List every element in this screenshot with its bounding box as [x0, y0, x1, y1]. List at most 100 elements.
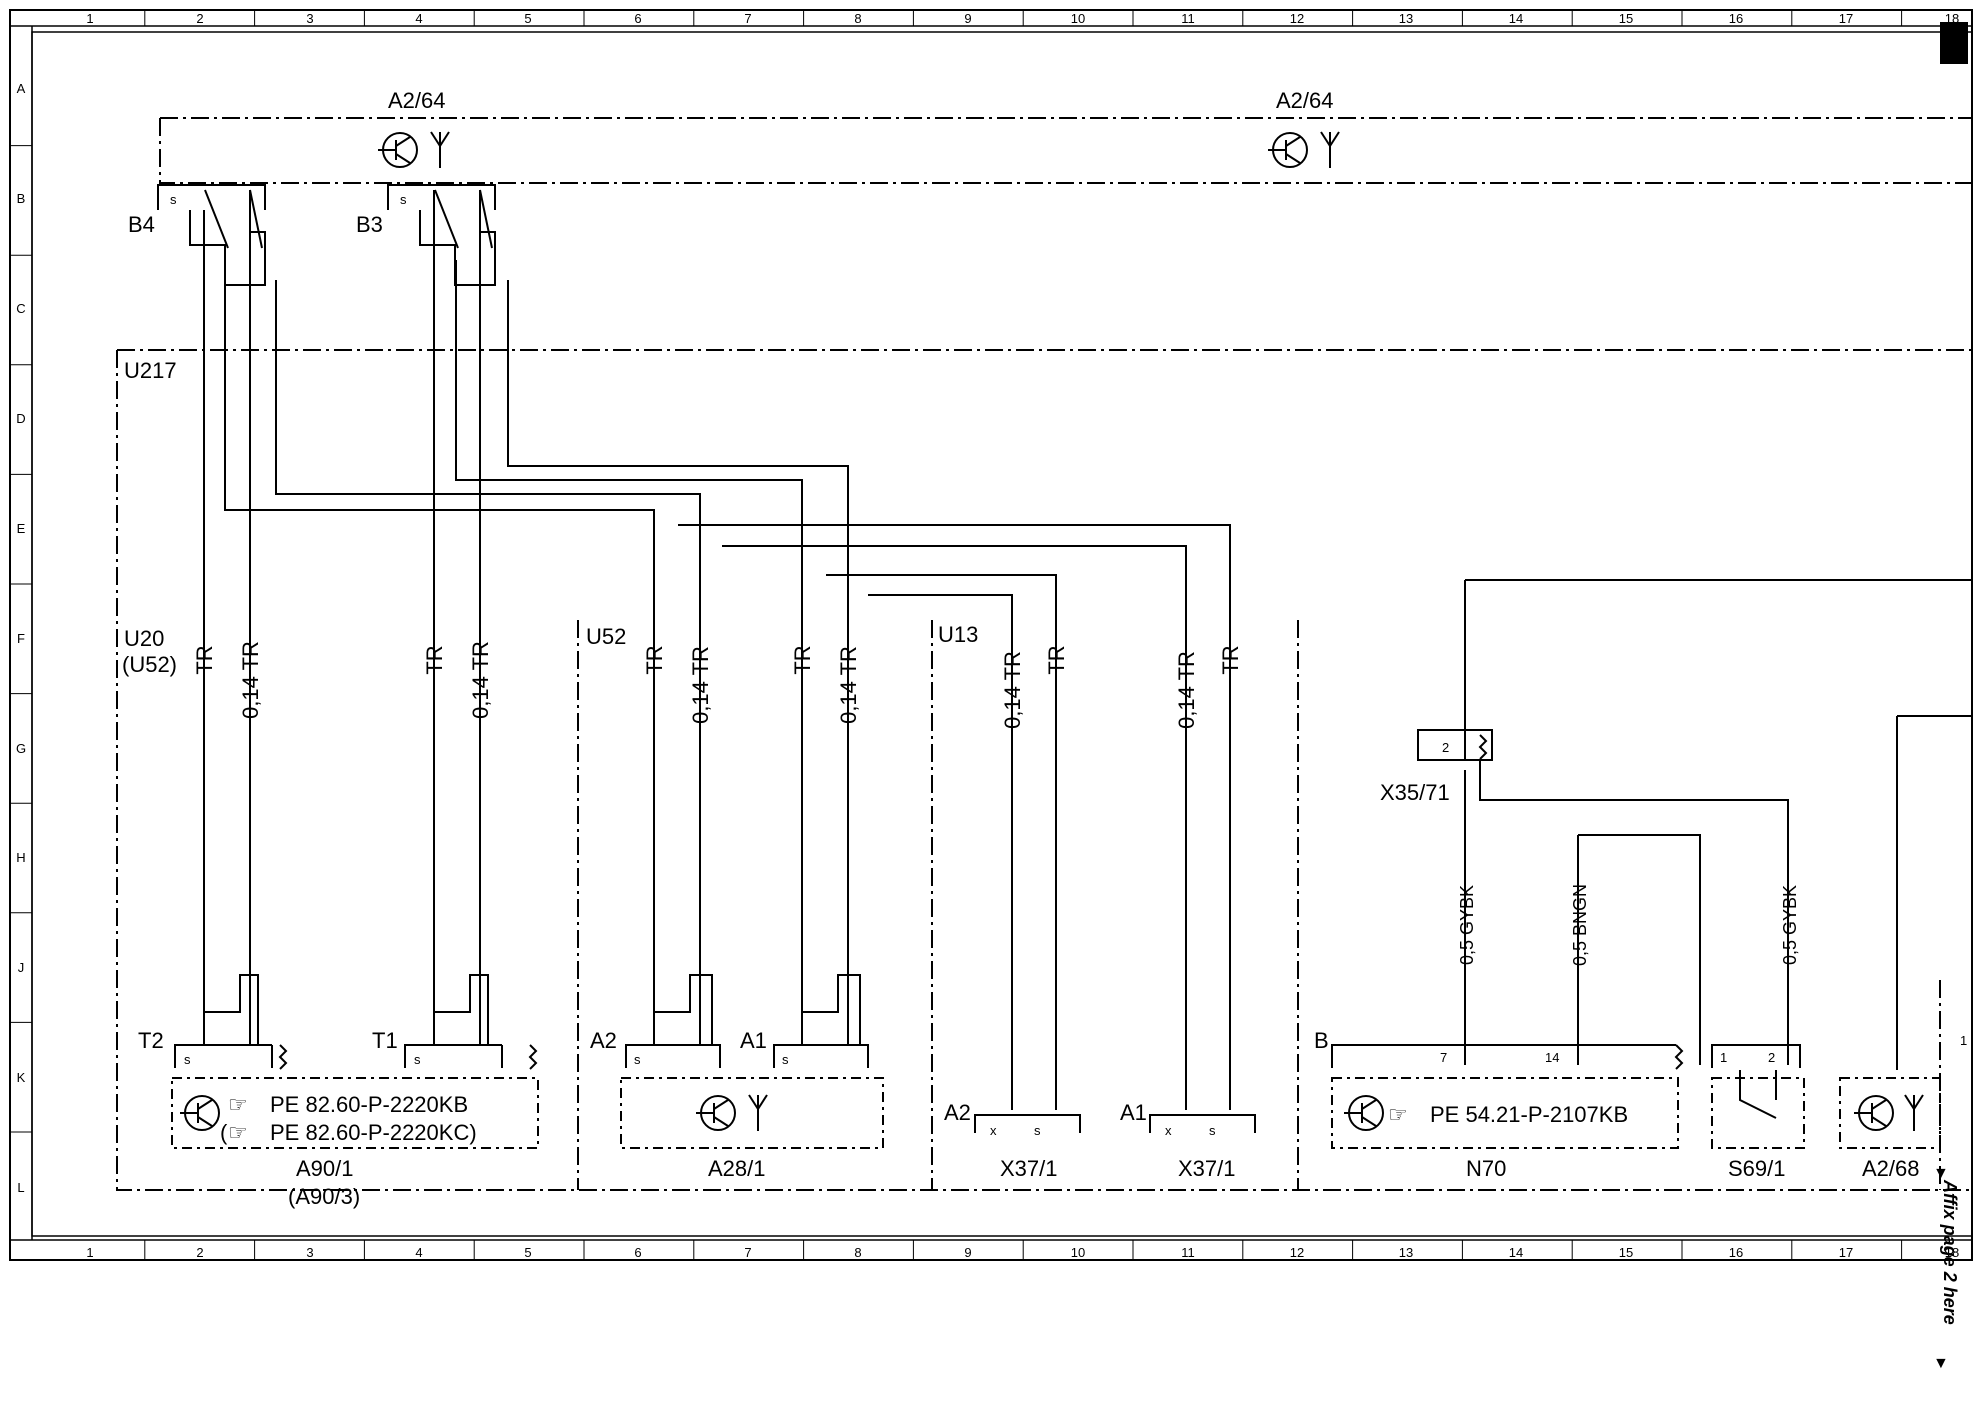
x35-71-label: X35/71	[1380, 780, 1450, 805]
row-label: K	[17, 1070, 26, 1085]
col-label: 11	[1181, 11, 1195, 26]
b3-label: B3	[356, 212, 383, 237]
col-label: 15	[1619, 11, 1633, 26]
s69-pin-1: 1	[1720, 1050, 1727, 1065]
col-label: 9	[964, 11, 971, 26]
region-boundaries	[116, 349, 1972, 1191]
row-label: G	[16, 741, 26, 756]
col-label: 2	[196, 1245, 203, 1260]
row-label: F	[17, 631, 25, 646]
col-label: 5	[524, 11, 531, 26]
transistor-icon	[1854, 1095, 1894, 1131]
bottom-connectors	[174, 1044, 1801, 1133]
col-label: 17	[1839, 1245, 1853, 1260]
n70-pin-14: 14	[1545, 1050, 1559, 1065]
hand-pointer-icon: ☞	[1388, 1102, 1408, 1127]
col-label: 13	[1399, 1245, 1413, 1260]
hand-pointer-icon: ☞	[228, 1120, 248, 1145]
a2-terminal-label: A2	[590, 1028, 617, 1053]
u52-paren-label: (U52)	[122, 652, 177, 677]
b4-label: B4	[128, 212, 155, 237]
a2-64-label-left: A2/64	[388, 88, 446, 113]
col-label: 2	[196, 11, 203, 26]
a268-pin-1: 1	[1960, 1033, 1967, 1048]
col-label: 18	[1945, 1245, 1959, 1260]
pe-reference-open-paren: (	[220, 1120, 228, 1145]
wire-label: TR	[192, 645, 217, 674]
col-label: 4	[415, 11, 422, 26]
s69-1-label: S69/1	[1728, 1156, 1786, 1181]
a90-3-label: (A90/3)	[288, 1184, 360, 1209]
col-label: 16	[1729, 1245, 1743, 1260]
col-label: 16	[1729, 11, 1743, 26]
col-label: 5	[524, 1245, 531, 1260]
wire-bundle	[203, 190, 1972, 1110]
diagram-frame	[9, 9, 1973, 1261]
x37-pin-x: x	[990, 1123, 997, 1138]
a2-68-label: A2/68	[1862, 1156, 1920, 1181]
col-label: 3	[306, 11, 313, 26]
x37-pin-x: x	[1165, 1123, 1172, 1138]
wire-label: 0,14 TR	[468, 641, 493, 719]
col-label: 14	[1509, 1245, 1523, 1260]
b3-connector	[387, 184, 496, 286]
x37-a2-label: A2	[944, 1100, 971, 1125]
b3-pin-s: s	[400, 192, 407, 207]
a2-pin-s: s	[634, 1052, 641, 1067]
a1-pin-s: s	[782, 1052, 789, 1067]
x37-pin-s: s	[1209, 1123, 1216, 1138]
arrow-down-icon: ▼	[1933, 1355, 1949, 1372]
antenna-icon	[430, 131, 450, 168]
row-label: L	[17, 1180, 24, 1195]
wire-label: TR	[1044, 645, 1069, 674]
t2-label: T2	[138, 1028, 164, 1053]
t1-label: T1	[372, 1028, 398, 1053]
column-dividers	[144, 10, 1903, 1260]
row-label: B	[17, 191, 26, 206]
x37-1-label-right: X37/1	[1178, 1156, 1236, 1181]
col-label: 15	[1619, 1245, 1633, 1260]
arrow-down-icon: ▼	[1933, 1165, 1949, 1182]
col-label: 13	[1399, 11, 1413, 26]
antenna-icon	[748, 1094, 768, 1131]
col-label: 8	[854, 11, 861, 26]
wire-label: 0,14 TR	[688, 646, 713, 724]
b-terminal-label: B	[1314, 1028, 1329, 1053]
col-label: 1	[86, 11, 93, 26]
wire-label: 0,14 TR	[836, 646, 861, 724]
x37-a1-label: A1	[1120, 1100, 1147, 1125]
antenna-icon	[1904, 1094, 1924, 1131]
col-label: 12	[1290, 11, 1304, 26]
wire-label: 0,5 BNGN	[1570, 884, 1590, 966]
wire-label: 0,5 GYBK	[1457, 885, 1477, 965]
wire-label: 0,14 TR	[238, 641, 263, 719]
transistor-icon	[180, 1095, 220, 1131]
transistor-icon	[378, 132, 418, 168]
col-label: 8	[854, 1245, 861, 1260]
switch-icon	[1739, 1070, 1777, 1119]
col-label: 7	[744, 1245, 751, 1260]
transistor-icon	[696, 1095, 736, 1131]
wire-label: TR	[422, 645, 447, 674]
col-label: 4	[415, 1245, 422, 1260]
b4-connector	[157, 184, 266, 286]
wire-label: 0,14 TR	[1174, 651, 1199, 729]
col-label: 7	[744, 11, 751, 26]
row-label: A	[17, 81, 26, 96]
x37-1-label-left: X37/1	[1000, 1156, 1058, 1181]
wire-label: TR	[790, 645, 815, 674]
transistor-icon	[1268, 132, 1308, 168]
row-labels: A B C D E F G H J K L	[16, 81, 26, 1195]
pe-reference-kc: PE 82.60-P-2220KC)	[270, 1120, 477, 1145]
wire-label: TR	[1218, 645, 1243, 674]
row-label: D	[16, 411, 25, 426]
row-label: J	[18, 960, 25, 975]
a2-64-antenna-module: A2/64 A2/64	[159, 88, 1972, 184]
col-label: 3	[306, 1245, 313, 1260]
n70-pin-7: 7	[1440, 1050, 1447, 1065]
wire-labels: TR 0,14 TR TR 0,14 TR TR 0,14 TR TR 0,14…	[192, 641, 1800, 966]
x35-71-connector	[1417, 729, 1493, 761]
transistor-icon	[1344, 1095, 1384, 1131]
row-label: E	[17, 521, 26, 536]
